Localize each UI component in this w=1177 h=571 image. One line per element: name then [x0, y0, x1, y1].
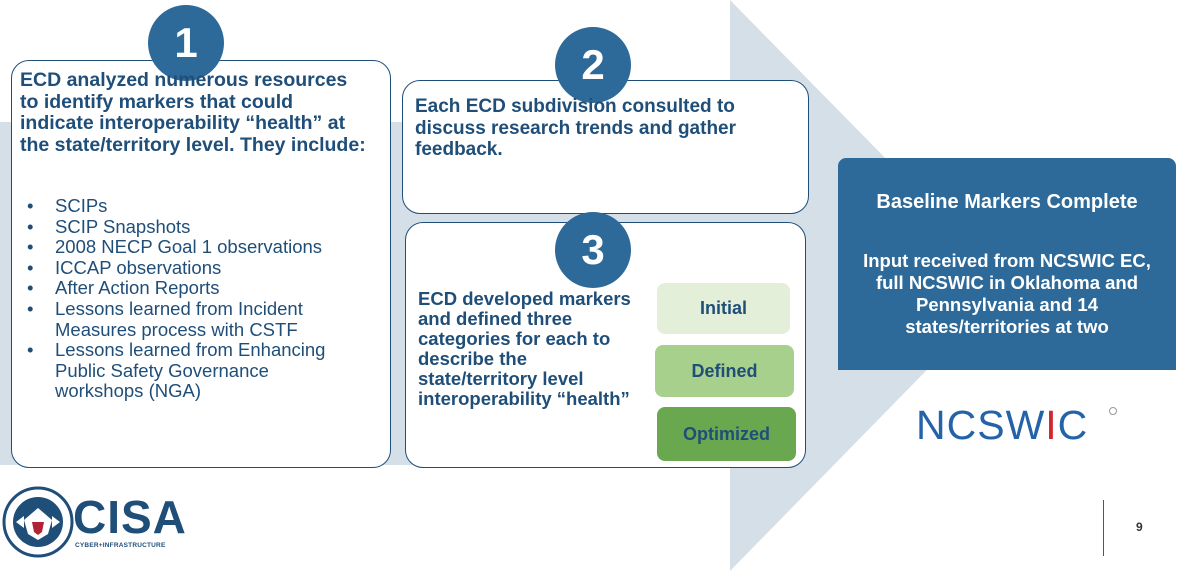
page-number: 9: [1136, 520, 1143, 534]
dhs-seal-icon: [2, 486, 74, 558]
list-item: Lessons learned from Enhancing Public Sa…: [25, 339, 355, 402]
step2-number-badge: 2: [555, 27, 631, 103]
step2-box: [402, 80, 809, 214]
step2-description: Each ECD subdivision consulted to discus…: [415, 96, 737, 160]
baseline-markers-box: Baseline Markers Complete Input received…: [838, 158, 1176, 370]
category-optimized: Optimized: [657, 407, 796, 461]
registered-mark-icon: [1109, 407, 1117, 415]
list-item: After Action Reports: [25, 278, 355, 299]
step1-resource-list: SCIPs SCIP Snapshots 2008 NECP Goal 1 ob…: [25, 195, 355, 402]
step3-description: ECD developed markers and defined three …: [418, 288, 631, 409]
category-defined: Defined: [655, 345, 794, 397]
list-item: SCIPs: [25, 195, 355, 217]
category-initial: Initial: [657, 283, 790, 334]
cisa-logo-subtitle: CYBER+INFRASTRUCTURE: [75, 542, 166, 549]
page-number-divider: [1103, 500, 1104, 556]
step1-number-badge: 1: [148, 5, 224, 81]
baseline-body: Input received from NCSWIC EC, full NCSW…: [863, 250, 1151, 337]
list-item: Lessons learned from Incident Measures p…: [25, 298, 355, 340]
ncswic-logo-accent: I: [1045, 402, 1058, 448]
step1-description: ECD analyzed numerous resources to ident…: [20, 69, 366, 156]
list-item: ICCAP observations: [25, 257, 355, 279]
ncswic-logo-text: NCSW: [916, 402, 1046, 448]
step3-number-badge: 3: [555, 212, 631, 288]
list-item: SCIP Snapshots: [25, 216, 355, 238]
list-item: 2008 NECP Goal 1 observations: [25, 237, 355, 258]
ncswic-logo-end: C: [1057, 402, 1089, 448]
cisa-logo-text: CISA: [73, 491, 187, 543]
baseline-title: Baseline Markers Complete: [876, 191, 1138, 213]
ncswic-logo: NCSWIC: [916, 402, 1116, 448]
